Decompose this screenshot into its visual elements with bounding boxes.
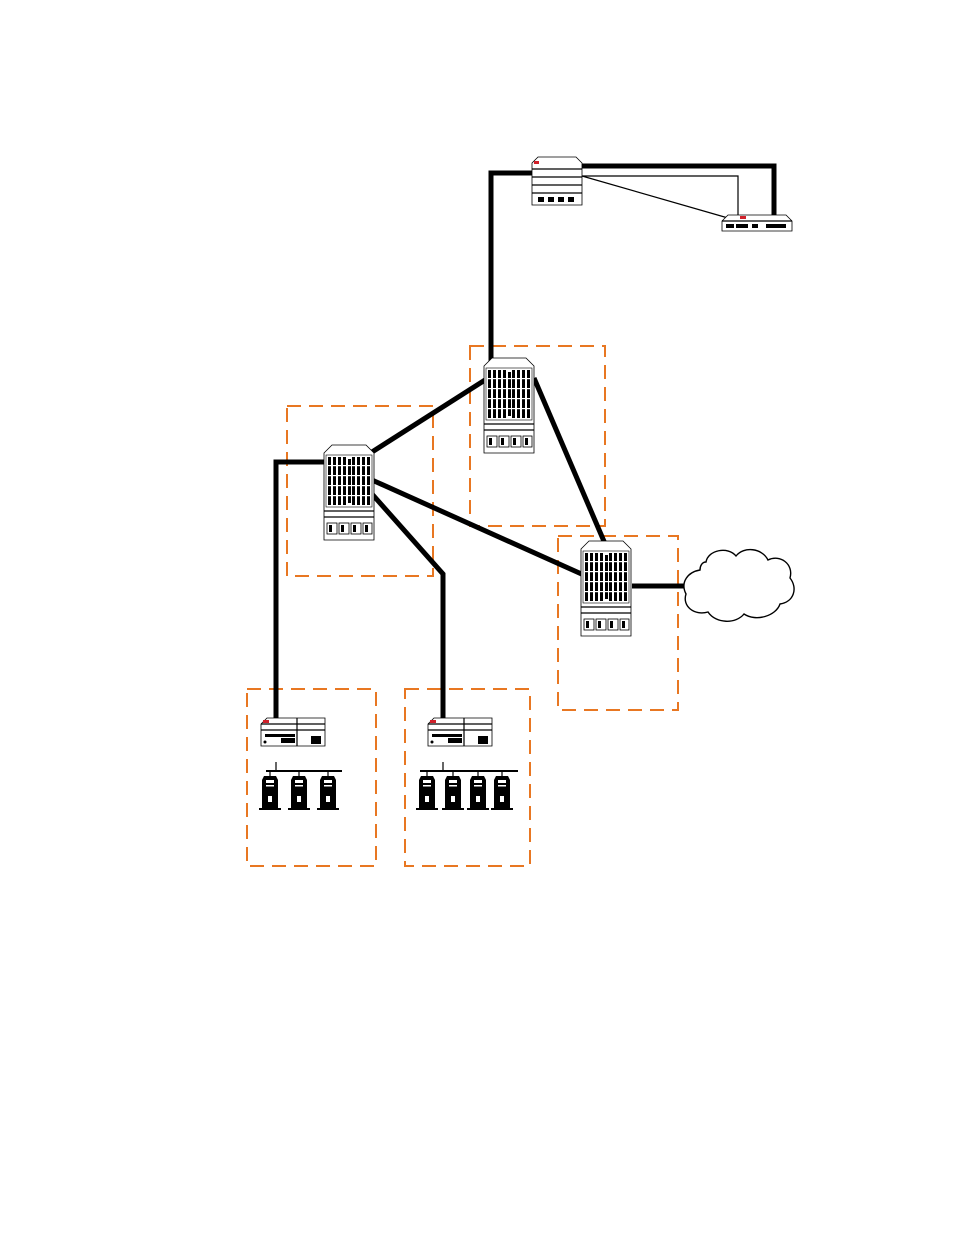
link-router-rack-thin-b [582, 176, 728, 218]
chassis-switch-icon[interactable] [324, 445, 374, 540]
server-segment-left [259, 762, 342, 810]
server-icon[interactable] [317, 776, 339, 810]
rackmount-device-icon[interactable] [722, 215, 792, 231]
stackable-switch-icon[interactable] [428, 718, 492, 746]
stackable-switch-icon[interactable] [261, 718, 325, 746]
server-icon[interactable] [442, 776, 464, 810]
link-core-left-core-top [372, 380, 485, 452]
chassis-switch-icon[interactable] [581, 541, 631, 636]
cloud-icon[interactable] [684, 550, 794, 622]
link-router-rack-thick [582, 166, 774, 218]
link-router-core-top [491, 173, 533, 366]
server-icon[interactable] [491, 776, 513, 810]
server-icon[interactable] [467, 776, 489, 810]
server-icon[interactable] [259, 776, 281, 810]
router-chassis-icon[interactable] [532, 157, 582, 205]
chassis-switch-icon[interactable] [484, 358, 534, 453]
server-icon[interactable] [288, 776, 310, 810]
server-icon[interactable] [416, 776, 438, 810]
link-core-left-access-left [276, 462, 326, 726]
server-segment-right [416, 762, 518, 810]
